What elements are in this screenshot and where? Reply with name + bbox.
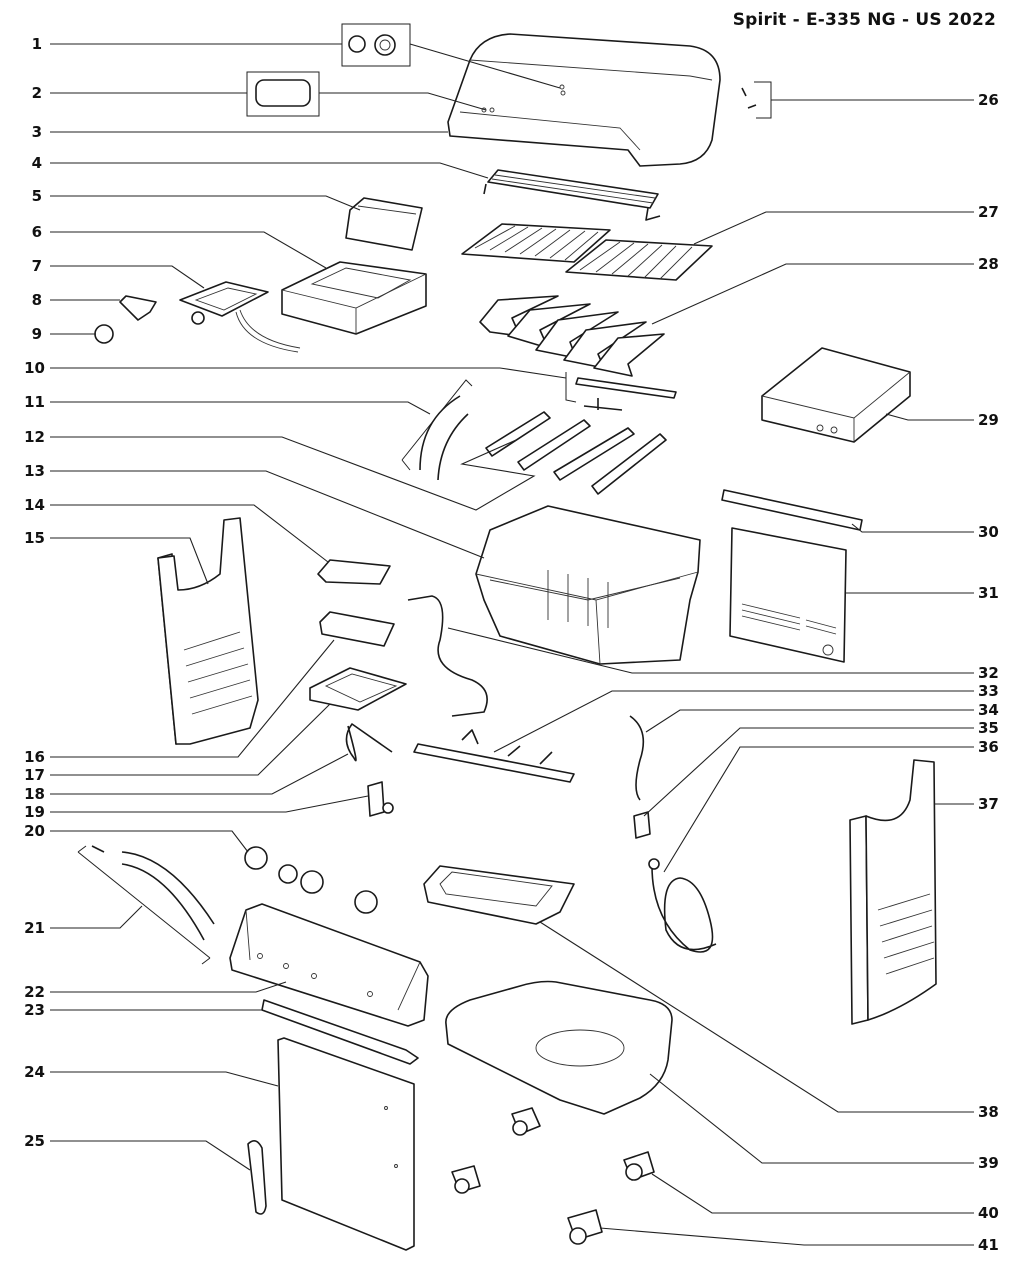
callout-27: 27 — [978, 203, 999, 221]
callout-10: 10 — [24, 359, 45, 377]
knob-bracket — [119, 295, 157, 321]
bottom-shelf — [445, 980, 673, 1115]
panel-crossbar — [261, 999, 419, 1065]
callout-38: 38 — [978, 1103, 999, 1121]
bottom-tray — [423, 865, 575, 925]
callout-25: 25 — [24, 1132, 45, 1150]
left-frame — [157, 517, 259, 745]
callout-16: 16 — [24, 748, 45, 766]
callout-14: 14 — [24, 496, 45, 514]
igniter-module — [367, 781, 385, 817]
flavorizer-bars — [479, 295, 665, 377]
warming-rack — [483, 169, 661, 221]
rear-crossbar — [721, 489, 863, 531]
manifold — [413, 729, 575, 783]
cooking-grates — [461, 223, 713, 281]
logo-badge-box — [246, 71, 320, 117]
callout-26: 26 — [978, 91, 999, 109]
callout-20: 20 — [24, 822, 45, 840]
door-handle — [247, 1140, 267, 1215]
igniter-wire — [121, 863, 205, 941]
callout-5: 5 — [32, 187, 42, 205]
side-burner-housing — [281, 197, 427, 335]
igniter-electrode — [345, 723, 393, 762]
burner-tubes — [485, 411, 667, 495]
igniter-wire — [437, 413, 469, 481]
callout-9: 9 — [32, 325, 42, 343]
side-burner — [179, 281, 301, 353]
callout-29: 29 — [978, 411, 999, 429]
callout-15: 15 — [24, 529, 45, 547]
callout-36: 36 — [978, 738, 999, 756]
gas-hose — [407, 595, 488, 717]
igniter-button — [91, 845, 105, 853]
leader-lines — [50, 43, 974, 1246]
crossover-tube — [575, 377, 677, 399]
control-panel — [229, 903, 429, 1027]
grease-tray — [317, 559, 391, 585]
callout-7: 7 — [32, 257, 42, 275]
callout-41: 41 — [978, 1236, 999, 1254]
callout-19: 19 — [24, 803, 45, 821]
callout-40: 40 — [978, 1204, 999, 1222]
callout-8: 8 — [32, 291, 42, 309]
grill-lid — [447, 33, 721, 167]
catch-pan — [319, 611, 395, 647]
callout-18: 18 — [24, 785, 45, 803]
callout-22: 22 — [24, 983, 45, 1001]
control-knobs — [244, 846, 378, 914]
gas-line — [648, 858, 717, 953]
callout-21: 21 — [24, 919, 45, 937]
lid-screws — [741, 87, 757, 109]
igniter-wire — [121, 851, 215, 925]
casters — [451, 1107, 655, 1245]
callout-3: 3 — [32, 123, 42, 141]
hose-bracket — [633, 811, 651, 839]
cookbox — [475, 505, 701, 665]
callout-35: 35 — [978, 719, 999, 737]
side-burner-cover — [761, 347, 911, 443]
right-frame — [849, 759, 937, 1025]
callout-13: 13 — [24, 462, 45, 480]
callout-2: 2 — [32, 84, 42, 102]
callout-11: 11 — [24, 393, 45, 411]
thermometer-box — [341, 23, 411, 67]
callout-12: 12 — [24, 428, 45, 446]
crossover-bracket — [583, 398, 623, 411]
callout-23: 23 — [24, 1001, 45, 1019]
callout-33: 33 — [978, 682, 999, 700]
callout-32: 32 — [978, 664, 999, 682]
cabinet-door — [277, 1037, 415, 1251]
diagram-title: Spirit - E-335 NG - US 2022 — [732, 10, 996, 30]
callout-1: 1 — [32, 35, 42, 53]
callout-4: 4 — [32, 154, 42, 172]
callout-31: 31 — [978, 584, 999, 602]
callout-labels: 1 2 3 4 5 6 7 8 9 10 11 12 13 14 15 16 1… — [24, 35, 999, 1254]
callout-37: 37 — [978, 795, 999, 813]
hose — [629, 715, 645, 801]
callout-24: 24 — [24, 1063, 45, 1081]
callout-6: 6 — [32, 223, 42, 241]
catch-pan-holder — [309, 667, 407, 711]
callout-17: 17 — [24, 766, 45, 784]
callout-39: 39 — [978, 1154, 999, 1172]
callout-30: 30 — [978, 523, 999, 541]
rear-panel — [729, 527, 847, 663]
igniter-wire — [419, 395, 461, 471]
side-burner-knob — [94, 324, 114, 344]
callout-28: 28 — [978, 255, 999, 273]
callout-34: 34 — [978, 701, 999, 719]
igniter-wire-bracket — [401, 379, 473, 471]
